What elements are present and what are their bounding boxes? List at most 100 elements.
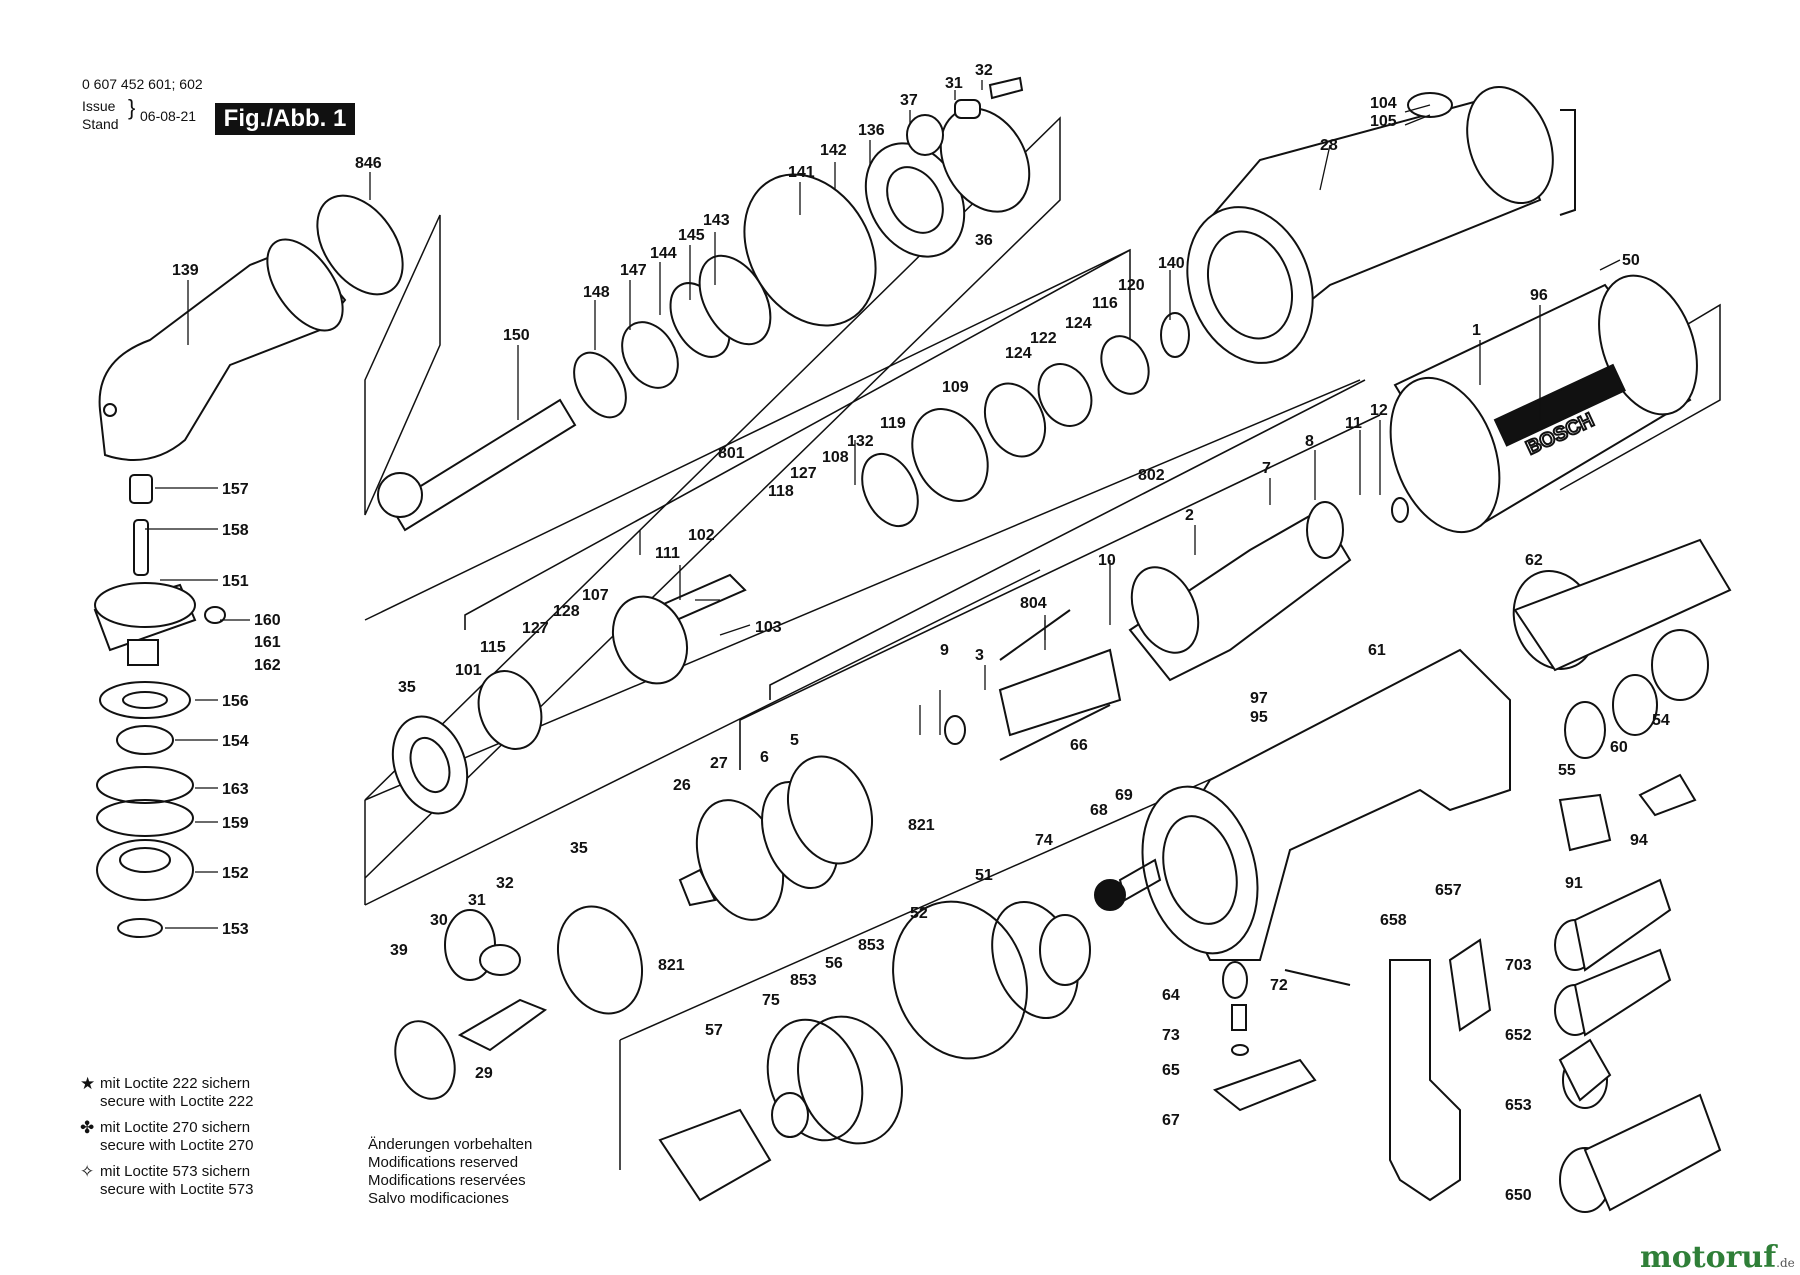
callout-8: 8: [1305, 433, 1314, 450]
fittings: [1389, 629, 1722, 1213]
callout-160: 160: [254, 612, 281, 629]
callout-61: 61: [1368, 642, 1386, 659]
bevel-stack-parts: [93, 474, 226, 938]
note-line: secure with Loctite 573: [100, 1181, 254, 1198]
handle-housing-61: [1141, 648, 1511, 961]
callout-801: 801: [718, 445, 745, 462]
callout-703: 703: [1505, 957, 1532, 974]
callout-136: 136: [858, 122, 885, 139]
callout-115: 115: [480, 639, 506, 656]
callout-802: 802: [1138, 467, 1165, 484]
callout-108: 108: [822, 449, 849, 466]
issue-date: 06-08-21: [140, 108, 197, 124]
callout-28: 28: [1320, 137, 1338, 154]
callout-657: 657: [1435, 882, 1462, 899]
callout-35: 35: [398, 679, 416, 696]
callout-57: 57: [705, 1022, 723, 1039]
callout-62: 62: [1525, 552, 1543, 569]
callout-159: 159: [222, 815, 249, 832]
callout-144: 144: [650, 245, 677, 262]
callout-157: 157: [222, 481, 249, 498]
part-number-header: 0 607 452 601; 602: [82, 76, 203, 92]
callout-30: 30: [430, 912, 448, 929]
callout-73: 73: [1162, 1027, 1180, 1044]
callout-118: 118: [768, 483, 794, 500]
mod-line: Modifications reservées: [368, 1172, 526, 1189]
watermark-brand: motoruf: [1640, 1240, 1777, 1275]
callout-leaders: [145, 80, 1621, 929]
callout-653: 653: [1505, 1097, 1532, 1114]
callout-652: 652: [1505, 1027, 1532, 1044]
callout-3: 3: [975, 647, 984, 664]
note-line: mit Loctite 222 sichern: [100, 1075, 251, 1092]
callout-50: 50: [1622, 252, 1640, 269]
callout-1: 1: [1472, 322, 1481, 339]
callout-111: 111: [655, 545, 680, 562]
callout-66: 66: [1070, 737, 1088, 754]
callout-32: 32: [975, 62, 993, 79]
callout-104: 104: [1370, 95, 1397, 112]
callout-147: 147: [620, 262, 647, 279]
callout-150: 150: [503, 327, 530, 344]
callout-68: 68: [1090, 802, 1108, 819]
callout-154: 154: [222, 733, 249, 750]
callout-65: 65: [1162, 1062, 1180, 1079]
callout-132: 132: [847, 433, 874, 450]
note-line: mit Loctite 573 sichern: [100, 1163, 251, 1180]
callout-56: 56: [825, 955, 843, 972]
callout-143: 143: [703, 212, 730, 229]
four-point-star-icon: ✧: [80, 1162, 95, 1181]
callout-109: 109: [942, 379, 969, 396]
lower-parts: [394, 755, 1351, 1202]
assembly-brackets: [464, 249, 1381, 770]
callout-69: 69: [1115, 787, 1133, 804]
callout-107: 107: [582, 587, 609, 604]
figure-label: Fig./Abb. 1: [215, 103, 355, 135]
mod-line: Modifications reserved: [368, 1154, 519, 1171]
callout-163: 163: [222, 781, 249, 798]
note-line: mit Loctite 270 sichern: [100, 1119, 251, 1136]
callout-119: 119: [880, 415, 906, 432]
callout-139: 139: [172, 262, 199, 279]
callout-64: 64: [1162, 987, 1180, 1004]
callout-5: 5: [790, 732, 799, 749]
callout-161: 161: [254, 634, 281, 651]
callout-67: 67: [1162, 1112, 1180, 1129]
callout-122: 122: [1030, 330, 1057, 347]
callout-36: 36: [975, 232, 993, 249]
callout-96: 96: [1530, 287, 1548, 304]
callout-75: 75: [762, 992, 780, 1009]
angle-head-139: [98, 194, 404, 461]
callout-124: 124: [1065, 315, 1092, 332]
callout-12: 12: [1370, 402, 1388, 419]
callout-853: 853: [858, 937, 885, 954]
star-icon: ★: [80, 1074, 96, 1093]
callout-37: 37: [900, 92, 918, 109]
issue-label: Issue: [82, 98, 116, 114]
clover-icon: ✤: [80, 1118, 95, 1137]
callout-74: 74: [1035, 832, 1053, 849]
callout-658: 658: [1380, 912, 1407, 929]
callout-153: 153: [222, 921, 249, 938]
mod-line: Änderungen vorbehalten: [368, 1136, 533, 1153]
callout-39: 39: [390, 942, 408, 959]
callout-127: 127: [790, 465, 817, 482]
callout-35: 35: [570, 840, 588, 857]
callout-142: 142: [820, 142, 847, 159]
callout-116: 116: [1092, 295, 1118, 312]
callout-31: 31: [945, 75, 963, 92]
callout-101: 101: [455, 662, 482, 679]
stand-label: Stand: [82, 116, 119, 132]
callout-140: 140: [1158, 255, 1185, 272]
callout-162: 162: [254, 657, 281, 674]
callout-128: 128: [553, 603, 580, 620]
callout-29: 29: [475, 1065, 493, 1082]
note-line: secure with Loctite 222: [100, 1093, 254, 1110]
callout-141: 141: [788, 164, 815, 181]
